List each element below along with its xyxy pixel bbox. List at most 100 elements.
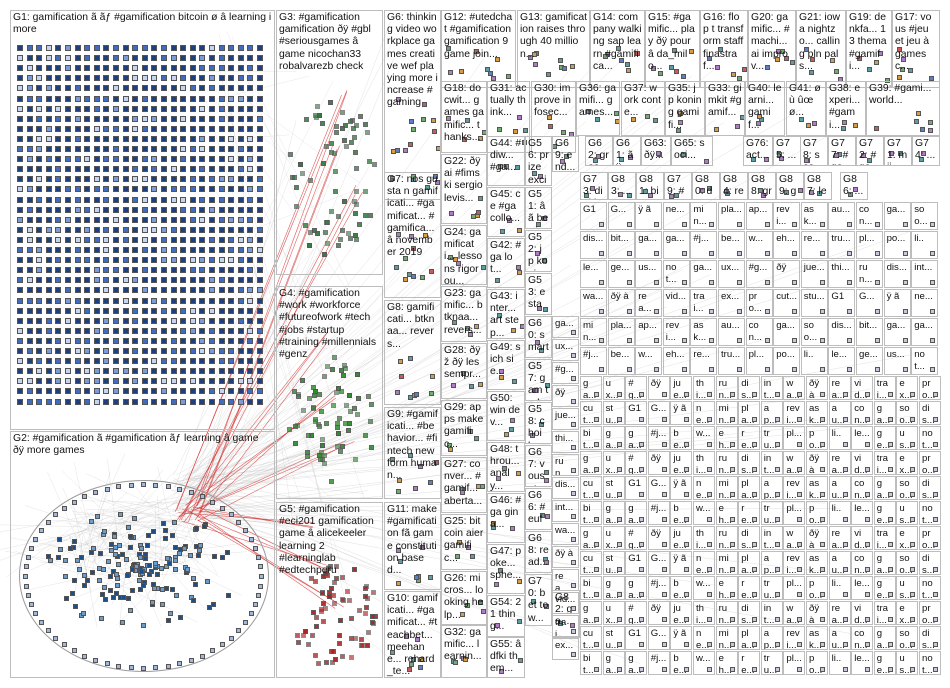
group-box-small[interactable]: bit... (580, 501, 602, 525)
node[interactable] (624, 61, 630, 67)
node[interactable] (189, 135, 196, 142)
group-box-small[interactable]: jue... (800, 260, 828, 288)
node[interactable] (103, 378, 110, 385)
node[interactable] (435, 180, 440, 186)
node[interactable] (57, 546, 63, 552)
node[interactable] (65, 348, 71, 354)
group-box-small[interactable]: us... (896, 501, 919, 525)
node[interactable] (85, 578, 91, 584)
node[interactable] (17, 236, 23, 243)
node[interactable] (55, 166, 62, 173)
node[interactable] (55, 388, 62, 395)
node[interactable] (237, 95, 244, 102)
group-box-g49[interactable]: G49: sich sie... (487, 340, 525, 390)
node[interactable] (122, 156, 129, 163)
node[interactable] (189, 166, 196, 173)
group-box-small[interactable]: ux... (602, 451, 625, 475)
node[interactable] (499, 669, 505, 675)
node[interactable] (363, 189, 369, 195)
group-box-small[interactable]: ask... (806, 476, 828, 500)
node[interactable] (752, 517, 758, 522)
node[interactable] (122, 45, 129, 51)
group-box-g19[interactable]: G19: denkfa... 13 thema #gamifi... (846, 10, 892, 88)
node[interactable] (151, 125, 158, 132)
node[interactable] (55, 277, 62, 284)
node[interactable] (594, 467, 599, 472)
node[interactable] (561, 129, 567, 135)
node[interactable] (132, 75, 139, 82)
node[interactable] (257, 297, 263, 304)
node[interactable] (473, 435, 479, 441)
node[interactable] (362, 610, 368, 616)
group-box-g66[interactable]: G66: #euf cord... (525, 488, 552, 530)
node[interactable] (228, 156, 235, 163)
node[interactable] (539, 347, 545, 353)
node[interactable] (393, 264, 399, 270)
node[interactable] (45, 45, 52, 51)
node[interactable] (248, 536, 254, 542)
node[interactable] (199, 236, 206, 243)
node[interactable] (65, 378, 71, 385)
node[interactable] (103, 327, 110, 334)
node[interactable] (243, 528, 249, 533)
node[interactable] (365, 393, 371, 399)
node[interactable] (820, 392, 825, 397)
node[interactable] (170, 388, 177, 395)
group-box-small[interactable]: bit... (580, 651, 602, 675)
node[interactable] (333, 189, 339, 195)
node[interactable] (775, 56, 781, 62)
node[interactable] (309, 632, 315, 638)
group-box-small[interactable]: pro... (919, 451, 941, 475)
node[interactable] (887, 642, 893, 647)
node[interactable] (498, 567, 504, 573)
node[interactable] (45, 378, 52, 385)
node[interactable] (752, 567, 758, 572)
group-box-small[interactable]: #j... (647, 651, 670, 675)
node[interactable] (26, 236, 33, 243)
node[interactable] (639, 667, 645, 672)
node[interactable] (218, 368, 225, 375)
node[interactable] (228, 95, 235, 102)
node[interactable] (820, 642, 825, 647)
node[interactable] (494, 57, 500, 63)
node[interactable] (257, 176, 263, 183)
node[interactable] (122, 257, 129, 264)
node[interactable] (355, 411, 361, 417)
node[interactable] (337, 415, 343, 421)
node[interactable] (74, 105, 81, 112)
node[interactable] (228, 635, 234, 641)
node[interactable] (218, 166, 225, 173)
node[interactable] (143, 551, 149, 557)
node[interactable] (132, 196, 139, 203)
node[interactable] (332, 169, 338, 175)
group-box-small[interactable]: stu... (602, 626, 625, 650)
node[interactable] (55, 398, 62, 405)
node[interactable] (237, 115, 244, 122)
node[interactable] (132, 277, 139, 284)
node[interactable] (122, 307, 129, 314)
node[interactable] (151, 358, 158, 365)
node[interactable] (321, 374, 327, 379)
node[interactable] (228, 512, 234, 518)
group-box-small[interactable]: ex... (896, 526, 919, 550)
node[interactable] (177, 551, 183, 557)
node[interactable] (141, 622, 147, 628)
node[interactable] (320, 443, 326, 449)
node[interactable] (189, 358, 196, 365)
group-box-g57[interactable]: G57: gam toda... (525, 359, 552, 401)
group-box-g55[interactable]: G55: â dfki them... (487, 637, 525, 678)
node[interactable] (516, 578, 522, 584)
node[interactable] (247, 378, 254, 385)
node[interactable] (448, 69, 454, 75)
node[interactable] (865, 617, 871, 622)
node[interactable] (420, 117, 426, 123)
node[interactable] (661, 667, 667, 672)
node[interactable] (390, 649, 396, 655)
node[interactable] (218, 226, 225, 233)
node[interactable] (45, 65, 52, 72)
node[interactable] (323, 606, 329, 612)
node[interactable] (709, 280, 715, 285)
node[interactable] (797, 667, 803, 672)
node[interactable] (900, 57, 906, 63)
group-box-small[interactable]: cut... (580, 476, 602, 500)
